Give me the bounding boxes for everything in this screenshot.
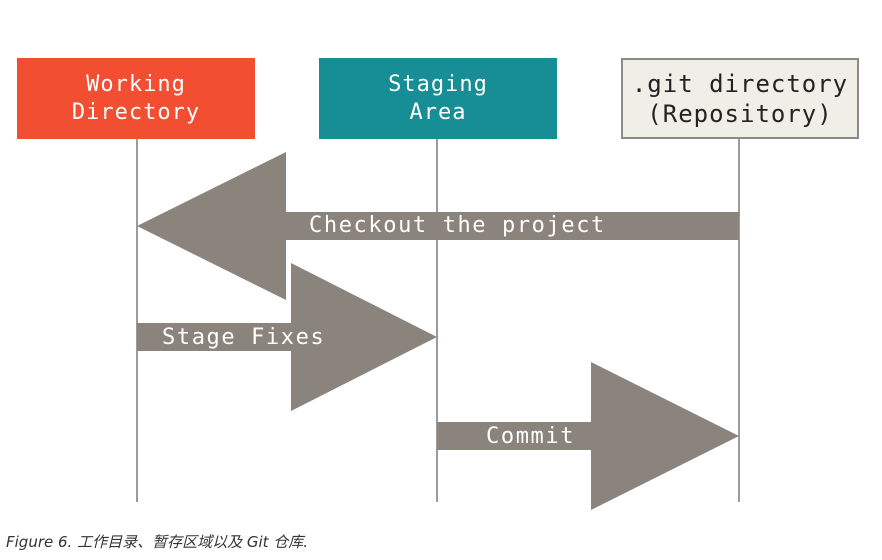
arrows: [137, 152, 739, 510]
repository-label-line2: (Repository): [647, 99, 833, 128]
commit-arrow-label: Commit: [486, 424, 576, 449]
stage-fixes-arrow-label: Stage Fixes: [162, 325, 326, 350]
repository-label-line1: .git directory: [631, 69, 849, 98]
checkout-arrow-label: Checkout the project: [309, 213, 606, 238]
staging-area-label-line2: Area: [409, 99, 467, 125]
working-directory-node: Working Directory: [17, 58, 255, 139]
working-directory-label-line2: Directory: [71, 99, 201, 125]
git-areas-diagram: Working Directory Staging Area .git dire…: [17, 58, 859, 510]
commit-arrow: [437, 362, 739, 510]
figure-caption: Figure 6. 工作目录、暂存区域以及 Git 仓库.: [6, 533, 309, 551]
working-directory-label-line1: Working: [86, 71, 186, 97]
stage-fixes-arrow: [137, 263, 437, 411]
staging-area-label-line1: Staging: [388, 71, 488, 97]
staging-area-node: Staging Area: [319, 58, 557, 139]
repository-node: .git directory (Repository): [621, 58, 859, 139]
checkout-arrow: [137, 152, 739, 300]
